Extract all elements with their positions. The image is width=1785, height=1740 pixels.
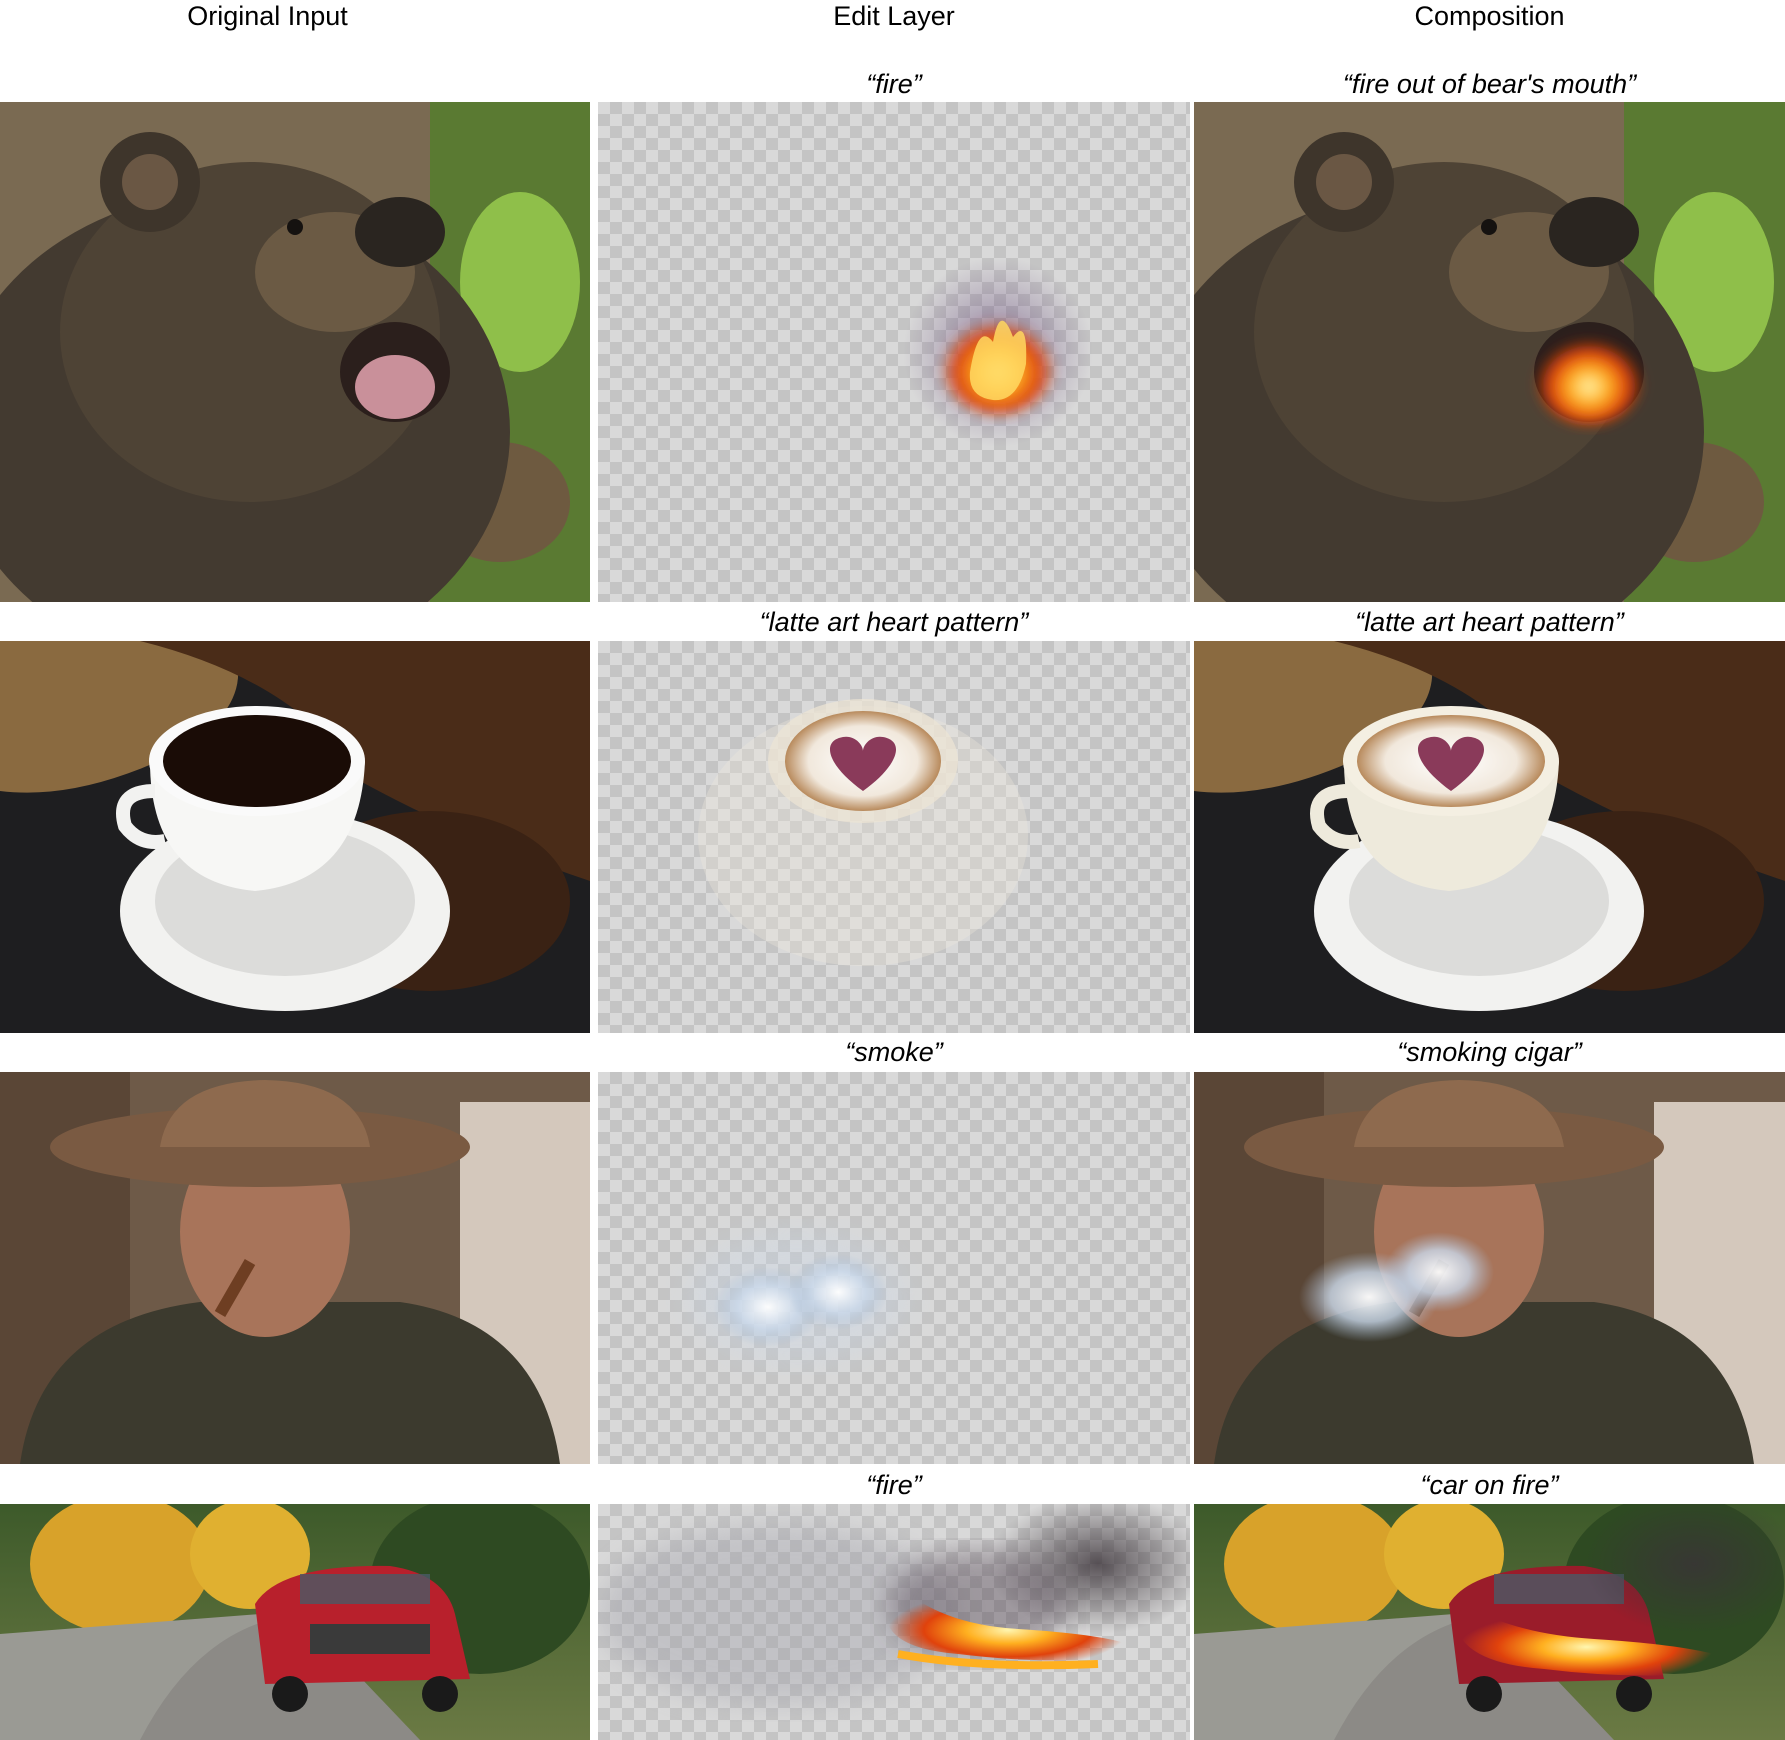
car-composition-image [1194,1504,1785,1740]
bear-composition-image [1194,102,1785,602]
cigar-edit-layer-image [598,1072,1190,1464]
coffee-composition-image [1194,641,1785,1033]
car-composition-prompt: “car on fire” [1420,1470,1559,1500]
cigar-edit-prompt: “smoke” [845,1037,943,1067]
bear-original-image [0,102,590,602]
car-edit-prompt: “fire” [866,1470,922,1500]
bear-composition-prompt: “fire out of bear's mouth” [1342,69,1637,99]
cigar-composition-prompt: “smoking cigar” [1397,1037,1582,1067]
header-original-input: Original Input [187,1,348,31]
coffee-edit-prompt: “latte art heart pattern” [759,607,1029,637]
coffee-edit-layer-image [598,641,1190,1033]
car-edit-layer-image [598,1504,1190,1740]
header-composition: Composition [1414,1,1565,31]
cigar-original-image [0,1072,590,1464]
cigar-composition-image [1194,1072,1785,1464]
car-original-image [0,1504,590,1740]
header-edit-layer: Edit Layer [833,1,955,31]
bear-edit-layer-image [598,102,1190,602]
coffee-composition-prompt: “latte art heart pattern” [1355,607,1624,637]
bear-edit-prompt: “fire” [866,69,922,99]
coffee-original-image [0,641,590,1033]
